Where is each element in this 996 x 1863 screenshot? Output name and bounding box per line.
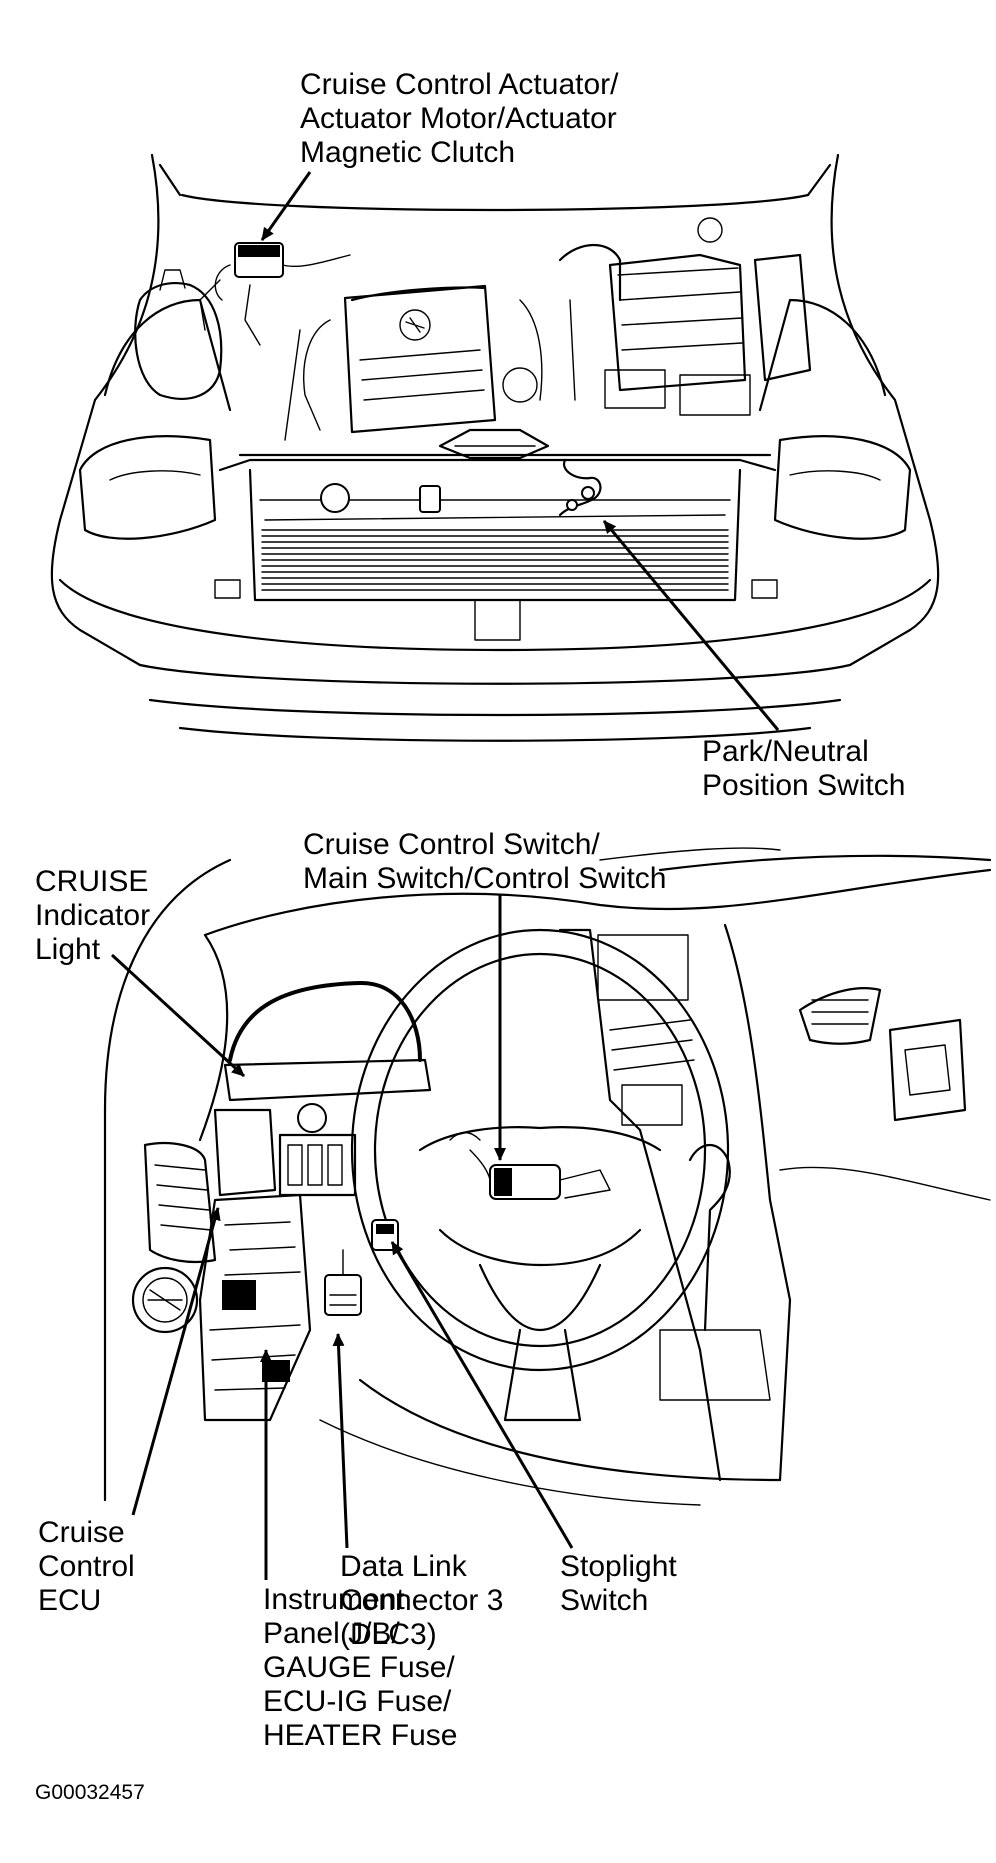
label-line: Indicator (35, 899, 151, 932)
label-line: Light (35, 933, 101, 966)
label-instrument-panel-jb: Instrument Panel J/B/ GAUGE Fuse/ ECU-IG… (263, 1583, 458, 1753)
label-cruise-control-actuator: Cruise Control Actuator/ Actuator Motor/… (300, 68, 618, 170)
label-line: Data Link (340, 1550, 467, 1583)
label-line: Cruise Control Actuator/ (300, 68, 619, 101)
label-line: Park/Neutral (702, 735, 869, 768)
engine-bay-view (50, 153, 940, 742)
label-line: HEATER Fuse (263, 1719, 458, 1752)
label-line: (DLC3) (340, 1618, 437, 1651)
label-cruise-indicator-light: CRUISE Indicator Light (35, 865, 150, 967)
label-line: CRUISE (35, 865, 149, 898)
dashboard-view (103, 847, 992, 1506)
label-cruise-control-ecu: Cruise Control ECU (38, 1516, 135, 1618)
label-line: Switch (560, 1584, 649, 1617)
label-line: Stoplight (560, 1550, 677, 1583)
label-data-link-connector-3: Data Link Connector 3 (DLC3) (340, 1550, 503, 1652)
label-line: Magnetic Clutch (300, 136, 516, 169)
figure-id: G00032457 (35, 1781, 145, 1804)
label-line: Panel J/B/ (263, 1617, 400, 1650)
label-stoplight-switch: Stoplight Switch (560, 1550, 677, 1618)
label-line: ECU-IG Fuse/ (263, 1685, 452, 1718)
label-line: Connector 3 (340, 1584, 504, 1617)
leader-lines (110, 171, 780, 1580)
label-line: Instrument (263, 1583, 405, 1616)
label-line: Cruise Control Switch/ (303, 828, 600, 861)
label-line: GAUGE Fuse/ (263, 1651, 455, 1684)
label-cruise-control-switch: Cruise Control Switch/ Main Switch/Contr… (303, 828, 666, 896)
radiator-grille (261, 529, 729, 591)
label-line: Cruise (38, 1516, 125, 1549)
label-line: ECU (38, 1584, 102, 1617)
label-line: Position Switch (702, 769, 906, 802)
label-line: Actuator Motor/Actuator (300, 102, 617, 135)
label-park-neutral-position-switch: Park/Neutral Position Switch (702, 735, 905, 803)
label-line: Main Switch/Control Switch (303, 862, 667, 895)
label-line: Control (38, 1550, 135, 1583)
